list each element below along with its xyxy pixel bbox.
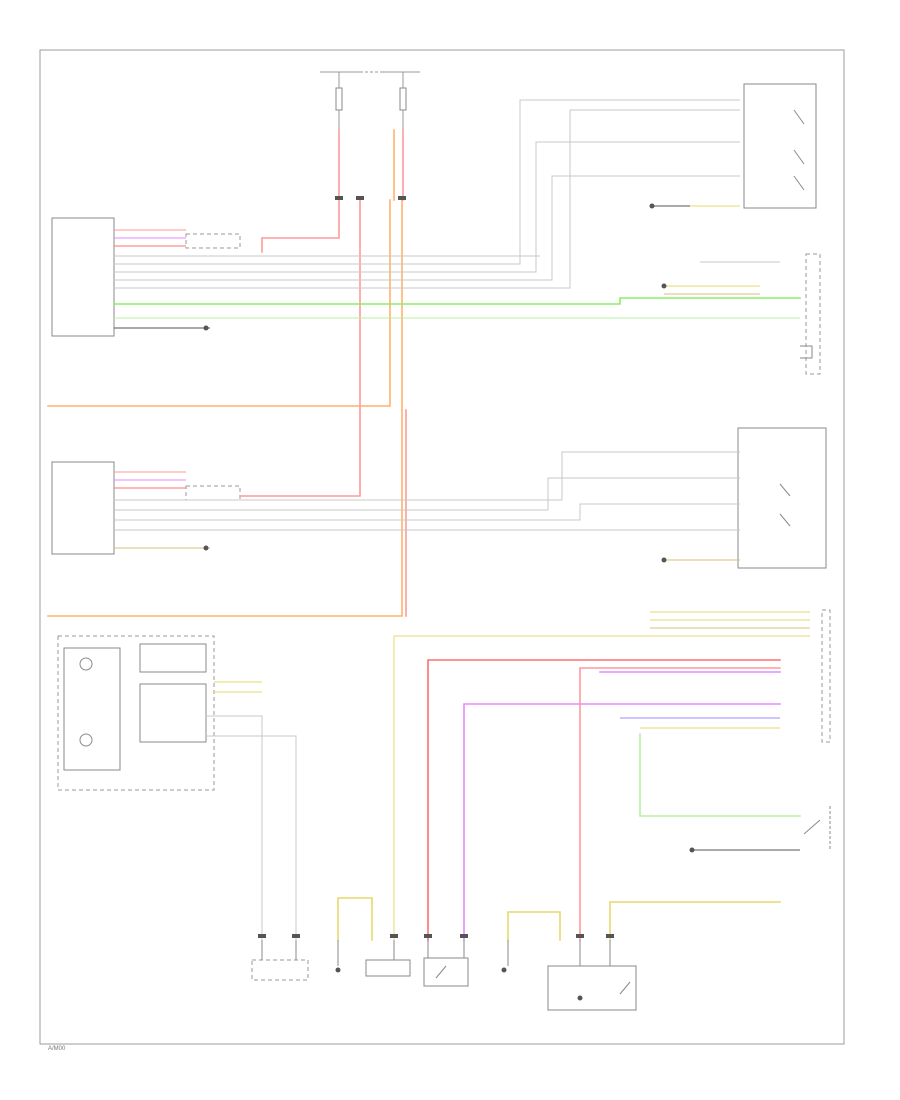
- module-body-2: [51, 461, 115, 555]
- switch-body-1: [743, 83, 817, 209]
- left-rear-window-switch: [743, 83, 817, 209]
- motor-outline: [805, 253, 821, 375]
- horn-module: [365, 959, 411, 977]
- right-rear-door-module: [51, 461, 115, 555]
- hood-switch: [803, 806, 831, 850]
- splice-box-2: [185, 485, 241, 501]
- left-front-door-module: [51, 217, 115, 337]
- cluster-sub-1: [139, 643, 207, 673]
- instrument-cluster: [57, 635, 215, 791]
- driver-door-switch-module: [821, 609, 831, 743]
- cluster-control-module: [139, 683, 207, 743]
- fuse-block-top: [320, 71, 420, 130]
- fuse-right: [399, 87, 407, 111]
- splice-box-1: [185, 233, 241, 249]
- module-body: [51, 217, 115, 337]
- rear-lid-lock-unit: [547, 965, 637, 1011]
- switch-body-2: [737, 427, 827, 569]
- connector-marks: [203, 196, 695, 938]
- footer-code: A/M00: [48, 1046, 66, 1052]
- diagram-frame: [39, 49, 845, 1045]
- hood-latch-switch: [423, 957, 469, 987]
- fuse-left: [335, 87, 343, 111]
- battery-sensor: [251, 959, 309, 981]
- rear-window-motor-right: [800, 253, 821, 375]
- dds-outline: [821, 609, 831, 743]
- cluster-outline: [57, 635, 215, 791]
- right-rear-window-switch: [737, 427, 827, 569]
